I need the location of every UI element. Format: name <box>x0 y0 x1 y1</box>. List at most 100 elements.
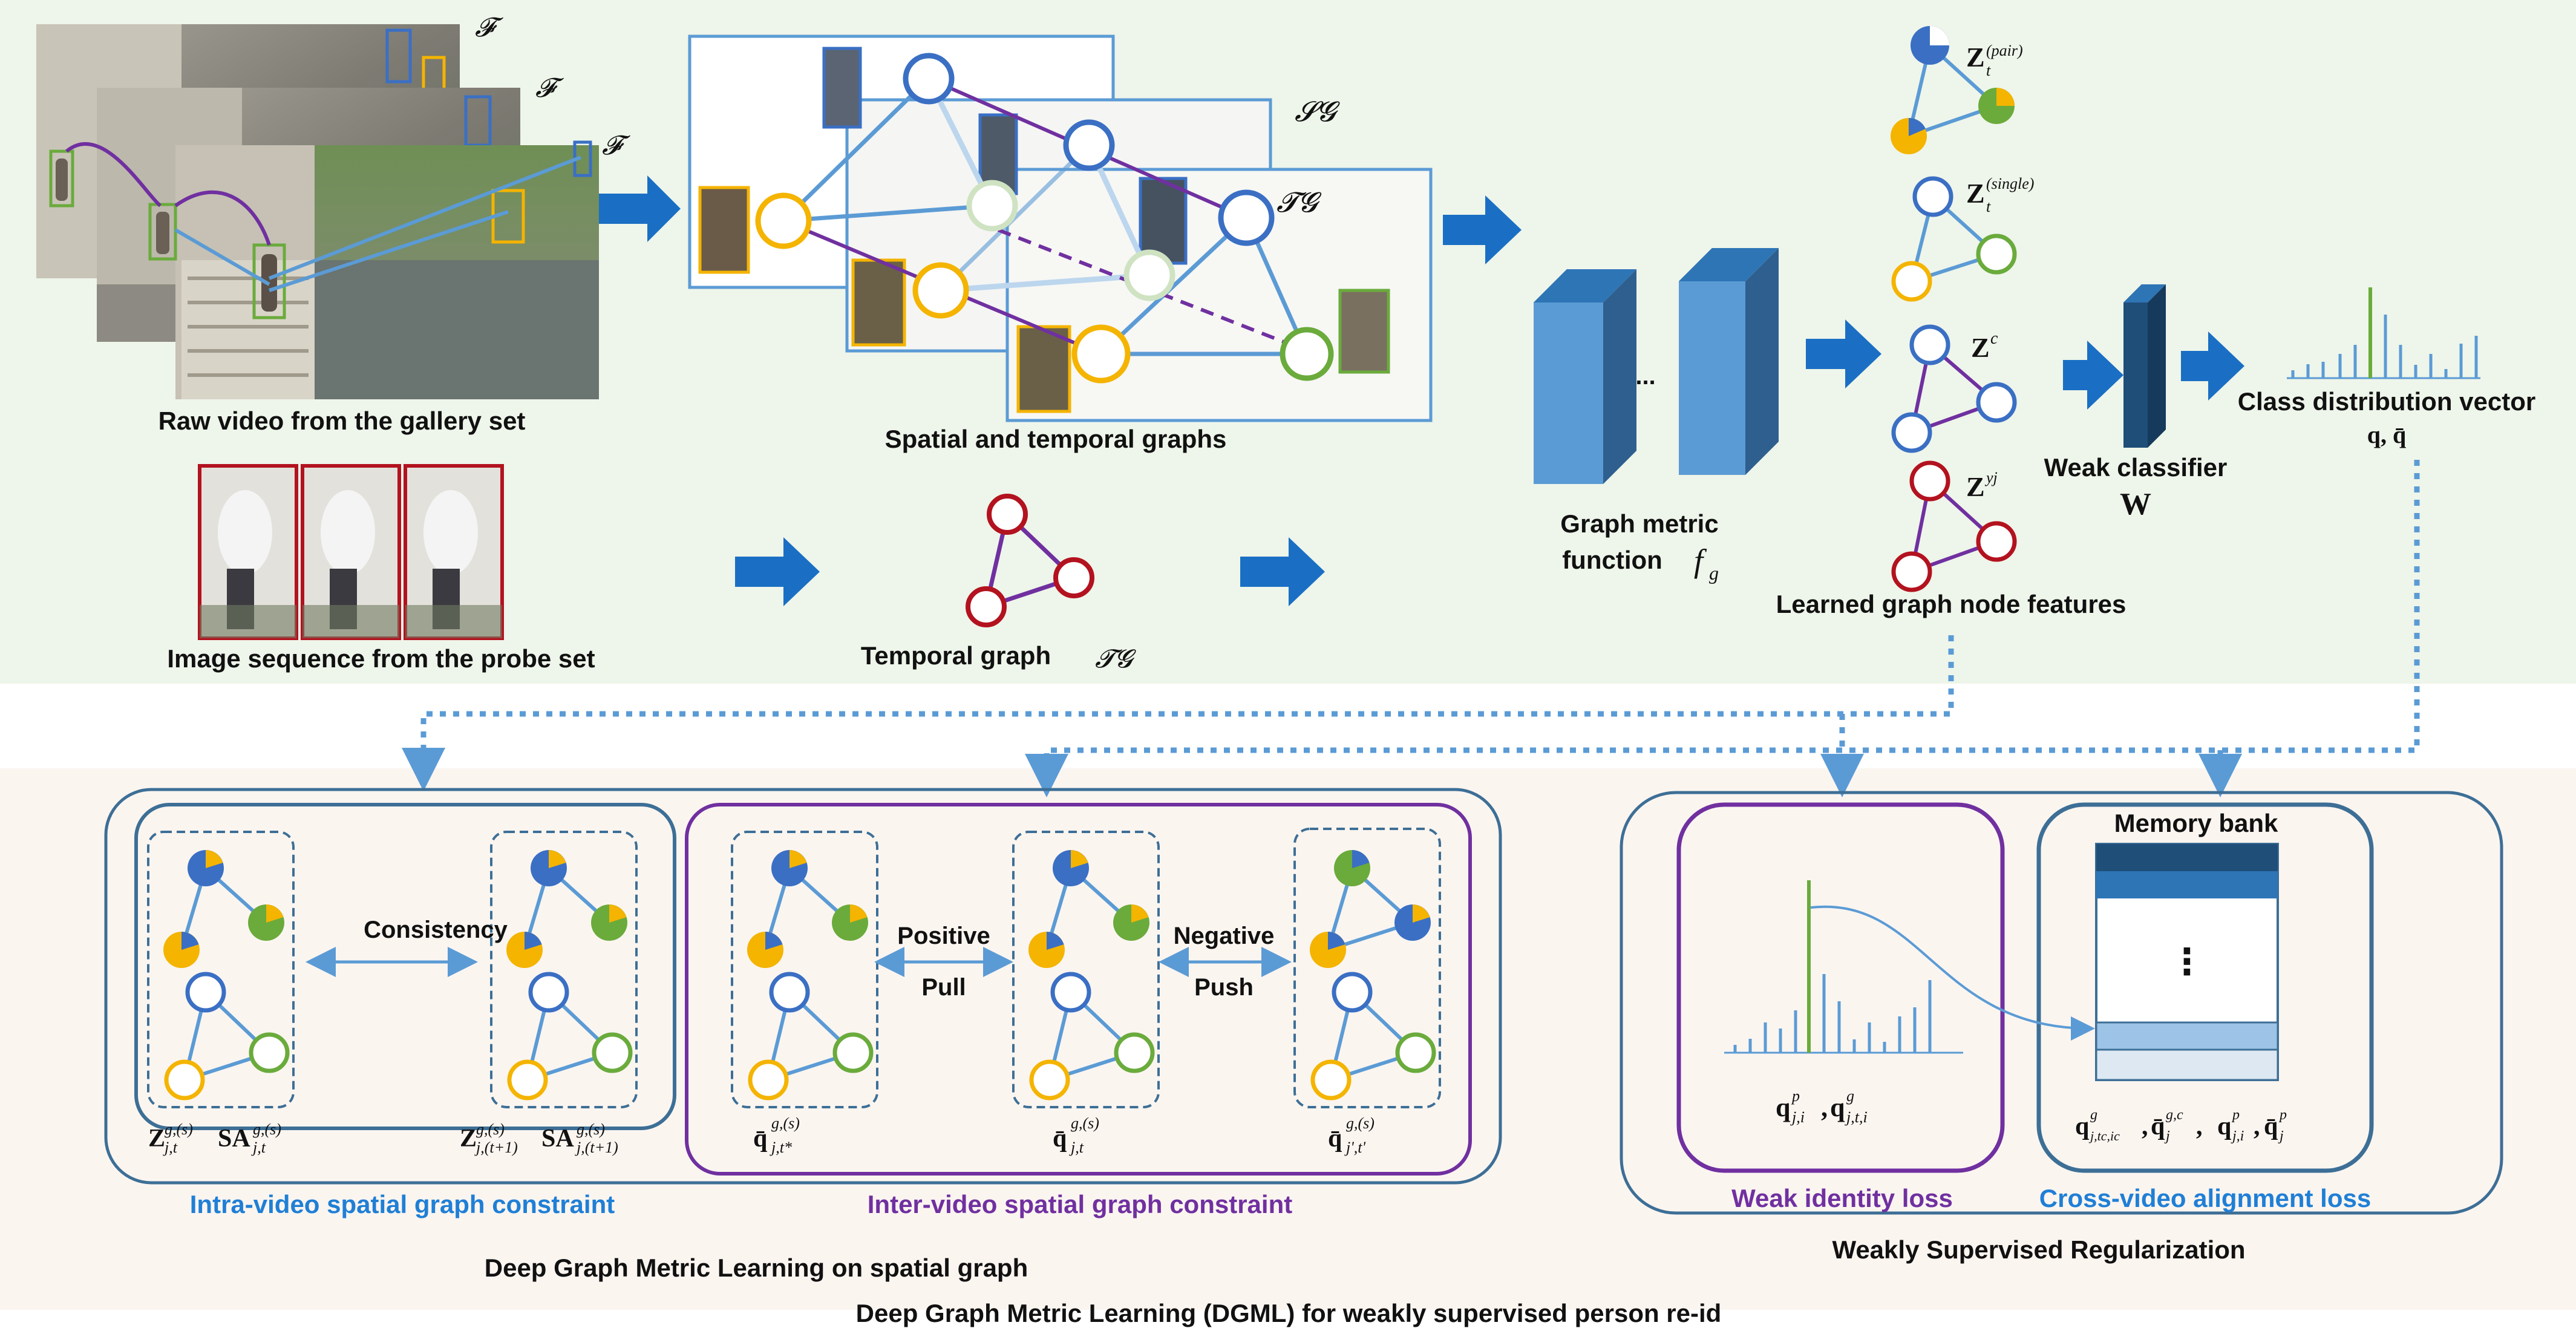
pie-wedge <box>1328 932 1345 950</box>
intra-video-panel <box>134 803 676 1130</box>
z-pair-sup: (pair) <box>1986 42 2023 59</box>
svg-text:q: q <box>1830 1093 1845 1122</box>
graph-node <box>832 1032 874 1073</box>
weak-classifier-label: Weak classifier <box>2044 453 2228 482</box>
memory-bank-dots: ⋮ <box>2169 941 2205 982</box>
svg-text:SA: SA <box>541 1125 574 1153</box>
cross-video-label: Cross-video alignment loss <box>2039 1184 2371 1212</box>
svg-text:g: g <box>2090 1107 2097 1123</box>
svg-text:g,(s): g,(s) <box>771 1114 800 1132</box>
graph-node <box>185 972 226 1013</box>
intra-label: Intra-video spatial graph constraint <box>190 1190 615 1218</box>
inter-formula-3: q̄ g,(s) j',t' <box>1328 1114 1375 1156</box>
z-single-sub: t <box>1986 198 1991 215</box>
graphs-label: Spatial and temporal graphs <box>885 425 1227 453</box>
svg-text:g: g <box>1846 1087 1854 1105</box>
svg-text:q̄: q̄ <box>753 1125 767 1153</box>
weak-identity-panel <box>1676 802 2005 1173</box>
svg-text:j,(t+1): j,(t+1) <box>575 1139 618 1156</box>
graph-node <box>1029 1059 1070 1100</box>
learned-node-features <box>1891 26 2017 592</box>
gallery-label: Raw video from the gallery set <box>159 407 526 435</box>
z-y-label: Z <box>1966 471 1985 502</box>
negative-label: Negative <box>1174 923 1275 949</box>
gallery-video-frames <box>36 24 599 399</box>
graph-node <box>1050 972 1091 1013</box>
svg-text:q̄: q̄ <box>1053 1125 1067 1153</box>
wsr-label: Weakly Supervised Regularization <box>1832 1235 2245 1264</box>
graph-node <box>507 1059 548 1100</box>
weak-identity-formula: q p j,i , q g j,t,i <box>1776 1087 1868 1126</box>
inter-formula-1: q̄ g,(s) j,t* <box>753 1114 800 1156</box>
metric-label-2: function <box>1562 546 1662 574</box>
temporal-graph-icon <box>966 494 1094 627</box>
cross-video-formula: q g j,tc,ic , q̄ g,c j , q p j,i , q̄ p … <box>2075 1107 2287 1144</box>
class-dist-label: Class distribution vector <box>2238 387 2535 416</box>
intra-formula-right: Z g,(s) j,(t+1) SA g,(s) j,(t+1) <box>460 1120 618 1156</box>
pie-wedge <box>549 850 566 868</box>
graph-node <box>528 972 569 1013</box>
svg-text:j,i: j,i <box>2231 1128 2244 1144</box>
dgml-spatial-panel <box>104 788 1502 1185</box>
dotted-connectors <box>402 460 2420 797</box>
svg-text:g,(s): g,(s) <box>476 1120 505 1138</box>
weak-classifier-symbol: W <box>2120 487 2151 522</box>
weak-identity-bars <box>1724 880 2095 1054</box>
svg-text:g,(s): g,(s) <box>165 1120 193 1138</box>
svg-text:g,(s): g,(s) <box>1346 1114 1375 1132</box>
inter-label: Inter-video spatial graph constraint <box>868 1190 1292 1218</box>
mini-graphs <box>163 850 1436 1100</box>
svg-text:j,t: j,t <box>163 1139 178 1156</box>
graph-node <box>769 972 810 1013</box>
graph-node <box>1310 1059 1352 1100</box>
svg-text:,: , <box>2142 1113 2148 1140</box>
z-single-label: Z <box>1966 178 1985 209</box>
svg-text:p: p <box>2278 1107 2287 1123</box>
pie-wedge <box>1071 850 1088 868</box>
graph-node <box>1332 972 1373 1013</box>
arrow-icon <box>2181 332 2244 401</box>
svg-text:j,t: j,t <box>1069 1139 1084 1156</box>
pull-label: Pull <box>921 974 966 1001</box>
spatial-temporal-graphs <box>688 34 1433 422</box>
svg-text:g,(s): g,(s) <box>1071 1114 1099 1132</box>
z-c-label: Z <box>1971 332 1990 363</box>
svg-text:j,(t+1): j,(t+1) <box>474 1139 518 1156</box>
svg-text:q: q <box>2217 1113 2231 1140</box>
z-pair-sub: t <box>1986 62 1991 79</box>
z-pair-label: Z <box>1966 42 1985 73</box>
consistency-label: Consistency <box>364 917 508 943</box>
svg-text:q: q <box>2075 1113 2089 1140</box>
svg-text:Z: Z <box>460 1125 477 1153</box>
node-features-label: Learned graph node features <box>1776 590 2127 618</box>
sg-symbol: 𝓢𝓖 <box>1295 96 1341 127</box>
intra-formula-left: Z g,(s) j,t SA g,(s) j,t <box>148 1120 281 1156</box>
svg-text:,: , <box>2196 1113 2203 1140</box>
svg-text:j,t*: j,t* <box>770 1139 792 1156</box>
pie-wedge <box>1131 904 1149 923</box>
arrow-icon <box>599 175 681 242</box>
pie-wedge <box>609 904 627 923</box>
probe-label: Image sequence from the probe set <box>167 644 595 673</box>
memory-bank <box>2095 843 2279 1081</box>
svg-text:q: q <box>1776 1093 1791 1122</box>
main-caption: Deep Graph Metric Learning (DGML) for we… <box>856 1299 1722 1327</box>
graph-node <box>249 1032 290 1073</box>
pie-wedge <box>1047 932 1064 950</box>
svg-text:Z: Z <box>148 1125 165 1153</box>
svg-text:g,(s): g,(s) <box>577 1120 605 1138</box>
probe-image-sequence <box>198 464 504 640</box>
svg-text:q̄: q̄ <box>2151 1113 2165 1140</box>
z-y-sup: yj <box>1984 469 1998 486</box>
svg-text:j,t: j,t <box>251 1139 266 1156</box>
svg-text:p: p <box>1791 1087 1800 1105</box>
metric-symbol-sub: g <box>1709 562 1719 584</box>
temporal-graph-symbol: 𝓣𝓖 <box>1095 646 1136 673</box>
svg-text:g,c: g,c <box>2166 1107 2183 1123</box>
arrow-icon <box>1806 319 1881 388</box>
inter-video-panel <box>685 803 1472 1176</box>
class-distribution-bars <box>2287 287 2480 379</box>
pie-wedge <box>266 904 284 923</box>
